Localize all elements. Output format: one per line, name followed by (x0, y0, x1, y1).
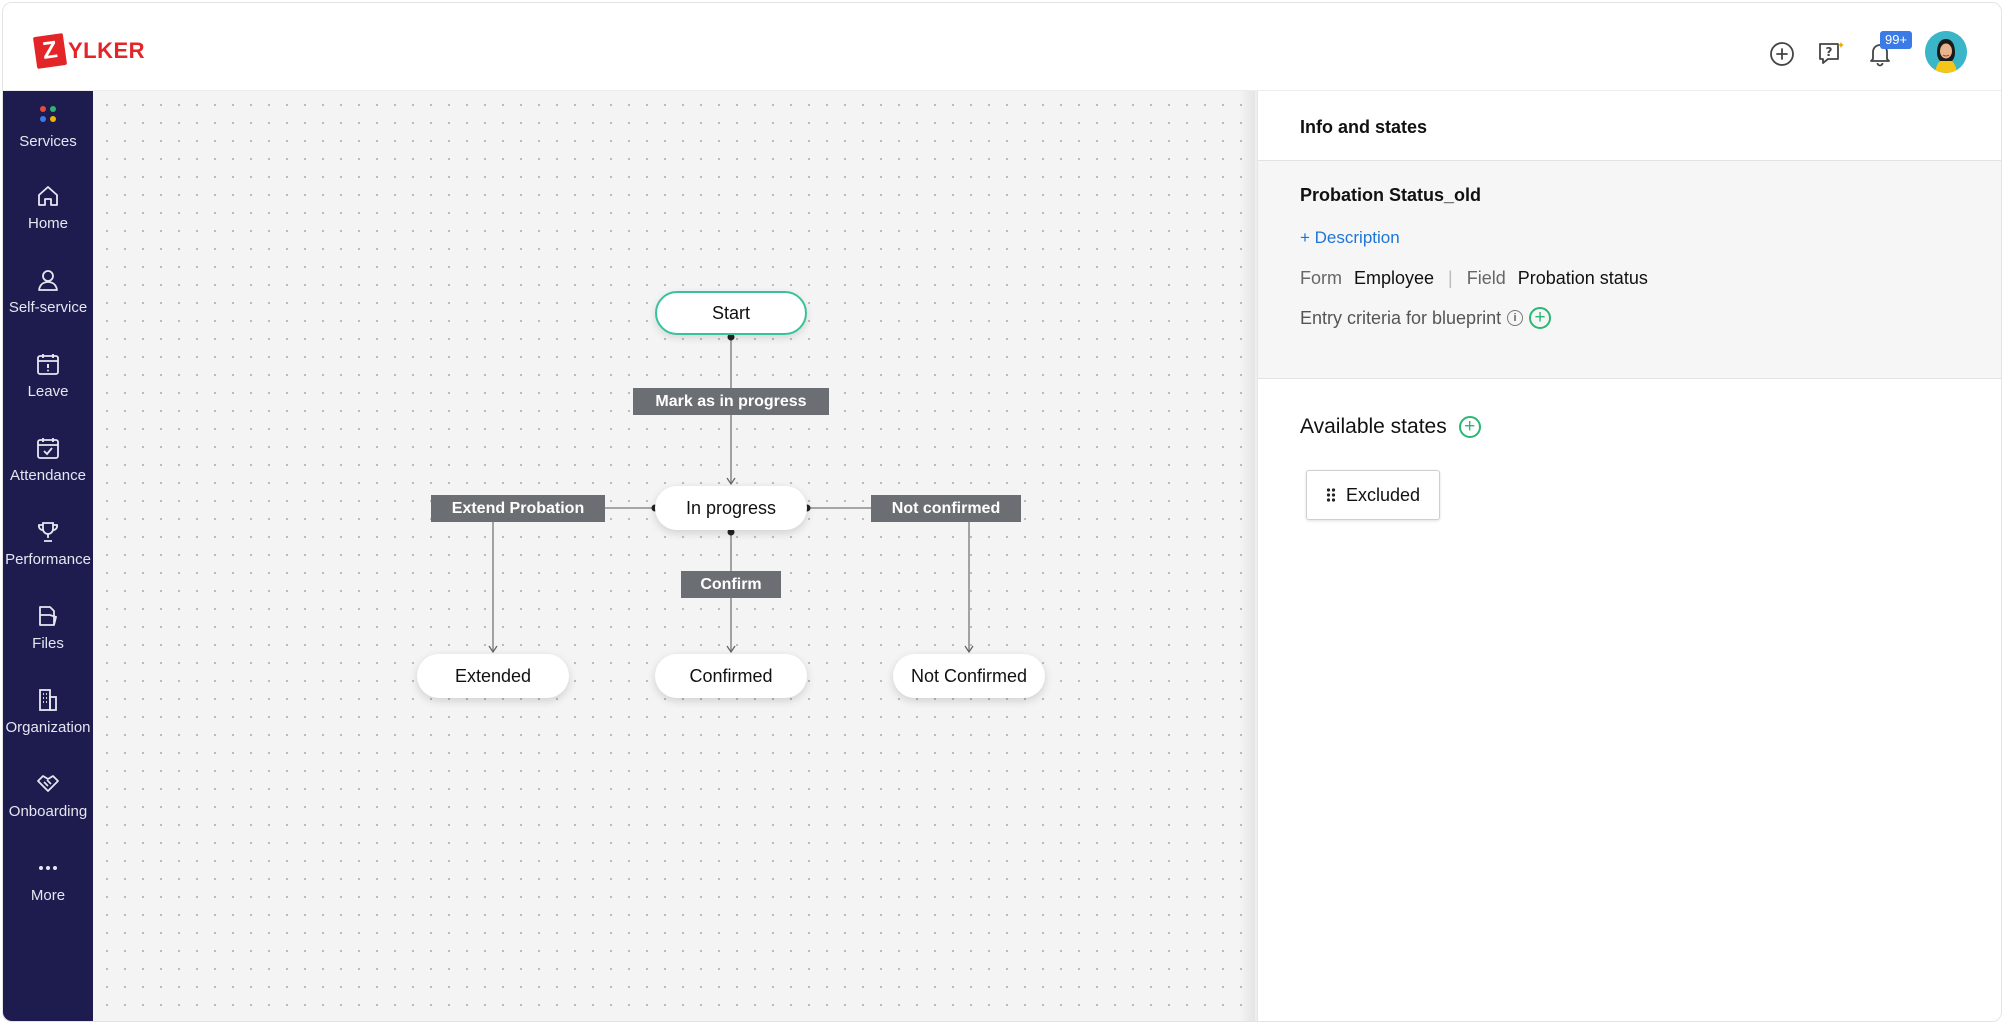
sidebar-item-files[interactable]: Files (3, 599, 93, 679)
handshake-icon (37, 775, 59, 792)
calendar-check-icon (37, 438, 59, 459)
sidebar-item-label: Services (19, 133, 77, 150)
panel-title: Info and states (1258, 91, 2001, 161)
form-field-row: Form Employee | Field Probation status (1300, 268, 2001, 289)
sidebar-item-performance[interactable]: Performance (3, 515, 93, 595)
sidebar-item-label: Self-service (8, 299, 88, 316)
building-icon (39, 689, 57, 711)
sidebar-item-services[interactable]: Services (3, 97, 93, 177)
available-states-header: Available states + (1258, 379, 2001, 439)
files-icon (39, 606, 58, 626)
services-dots-icon (40, 106, 56, 122)
sidebar-item-label: Files (32, 635, 64, 652)
sidebar-item-label: More (30, 887, 66, 904)
info-states-panel: Info and states Probation Status_old + D… (1257, 91, 2001, 1021)
transition-mark-as-in-progress[interactable]: Mark as in progress (633, 388, 829, 415)
user-avatar[interactable] (1925, 31, 1967, 73)
blueprint-name: Probation Status_old (1300, 185, 1482, 205)
sidebar-item-attendance[interactable]: Attendance (3, 431, 93, 511)
transition-confirm[interactable]: Confirm (681, 571, 781, 598)
state-extended[interactable]: Extended (417, 654, 569, 698)
svg-text:?: ? (1826, 45, 1833, 59)
connector-handle (727, 333, 735, 341)
connector-inprogress-notconfirmed (807, 507, 974, 654)
add-state-icon[interactable]: + (1458, 416, 1481, 438)
flow-connectors (488, 333, 974, 654)
form-label: Form (1300, 268, 1342, 288)
sidebar-nav: Services Home Self-service Leave Attenda… (3, 91, 93, 1021)
home-icon (38, 186, 58, 206)
sidebar-item-label: Performance (5, 551, 91, 568)
user-icon (38, 270, 58, 291)
entry-criteria-label: Entry criteria for blueprint (1300, 307, 1502, 328)
calendar-leave-icon (37, 354, 59, 375)
notifications-badge: 99+ (1880, 31, 1913, 49)
sidebar-item-home[interactable]: Home (3, 179, 93, 259)
sidebar-item-label: Onboarding (8, 803, 88, 820)
state-not-confirmed[interactable]: Not Confirmed (893, 654, 1045, 698)
sidebar-item-label: Organization (5, 719, 91, 736)
more-dots-icon (39, 866, 57, 870)
connector-inprogress-extended (488, 507, 655, 654)
info-icon[interactable]: i (1507, 310, 1524, 326)
blueprint-info: Probation Status_old + Description Form … (1258, 161, 2001, 379)
sidebar-item-label: Leave (27, 383, 69, 400)
add-icon[interactable] (1767, 39, 1797, 69)
zylker-logo[interactable]: Z YLKER (32, 33, 146, 69)
sidebar-item-onboarding[interactable]: Onboarding (3, 767, 93, 847)
divider: | (1448, 268, 1453, 288)
sidebar-item-self-service[interactable]: Self-service (3, 263, 93, 343)
state-confirmed[interactable]: Confirmed (655, 654, 807, 698)
help-icon[interactable]: ? (1816, 39, 1846, 69)
field-value: Probation status (1517, 268, 1648, 288)
top-header: Z YLKER ? 99+ (3, 3, 2001, 91)
drag-handle-icon[interactable] (1326, 487, 1336, 503)
sidebar-item-label: Home (27, 215, 68, 232)
field-label: Field (1466, 268, 1506, 288)
blueprint-canvas[interactable]: Start In progress Extended Confirmed Not… (93, 91, 1255, 1021)
transition-not-confirmed[interactable]: Not confirmed (871, 495, 1021, 522)
state-in-progress[interactable]: In progress (655, 486, 807, 530)
connector-handle (727, 528, 735, 536)
logo-initial: Z (32, 33, 68, 69)
trophy-icon (38, 522, 58, 542)
transition-extend-probation[interactable]: Extend Probation (431, 495, 605, 522)
sidebar-item-leave[interactable]: Leave (3, 347, 93, 427)
canvas-edge-shadow (1239, 91, 1257, 1021)
available-states-title: Available states (1300, 415, 1447, 438)
logo-text: YLKER (68, 38, 146, 63)
state-start[interactable]: Start (655, 291, 807, 335)
entry-criteria-row: Entry criteria for blueprint i + (1300, 307, 2001, 329)
sidebar-item-organization[interactable]: Organization (3, 683, 93, 763)
sidebar-item-label: Attendance (10, 467, 86, 484)
state-chip-label: Excluded (1345, 484, 1421, 505)
add-description-link[interactable]: + Description (1300, 228, 1400, 247)
state-chip-excluded[interactable]: Excluded (1306, 470, 1440, 520)
sidebar-item-more[interactable]: More (3, 851, 93, 931)
add-entry-criteria-icon[interactable]: + (1529, 307, 1552, 329)
form-value: Employee (1354, 268, 1435, 288)
